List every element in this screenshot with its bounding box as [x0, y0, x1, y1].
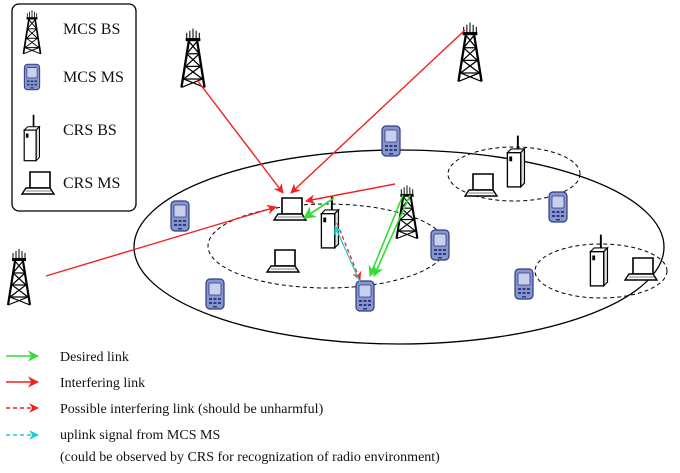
mcs-bs-tower-icon — [457, 21, 483, 83]
crs-ms-laptop-icon — [266, 249, 300, 273]
mcs-ms-phone-icon — [23, 63, 41, 91]
interfering-link-arrow — [196, 79, 284, 194]
legend-uplink-signal-label: uplink signal from MCS MS — [60, 428, 220, 443]
crs-ms-laptop-icon — [464, 173, 498, 197]
crs-ms-laptop-icon — [624, 257, 658, 281]
desired-link-arrow — [302, 197, 335, 219]
mcs-ms-phone-icon — [355, 280, 375, 312]
interfering-link-arrow — [45, 204, 277, 277]
mcs-ms-phone-icon — [548, 191, 568, 223]
desired-link-arrow — [368, 194, 404, 278]
mcs-bs-tower-icon — [395, 184, 419, 240]
legend-uplink-signal-note: (could be observed by CRS for recognizat… — [60, 450, 440, 465]
mcs-ms-phone-icon — [170, 200, 190, 232]
crs-bs-router-icon — [506, 134, 526, 188]
mcs-ms-phone-icon — [430, 229, 450, 261]
legend-label-mcs-ms: MCS MS — [63, 69, 124, 86]
crs-cell-top-right — [447, 146, 581, 202]
desired-link-arrow — [372, 194, 411, 278]
mcs-ms-phone-icon — [514, 268, 534, 300]
uplink-signal-arrow — [334, 225, 361, 283]
legend-possible-interfering-link-label: Possible interfering link (should be unh… — [60, 402, 324, 417]
legend-label-mcs-bs: MCS BS — [63, 21, 120, 38]
legend-box — [11, 3, 137, 212]
interfering-link-arrow — [305, 183, 396, 205]
mcs-ms-phone-icon — [381, 125, 401, 157]
crs-ms-laptop-icon — [273, 197, 307, 221]
legend-label-crs-ms: CRS MS — [63, 175, 120, 192]
crs-cell-bottom-right — [534, 243, 668, 299]
legend-desired-link-label: Desired link — [60, 350, 129, 365]
mcs-bs-tower-icon — [6, 247, 32, 307]
mcs-bs-tower-icon — [180, 27, 206, 89]
interfering-link-arrow — [290, 29, 466, 194]
legend-interfering-link-label: Interfering link — [60, 376, 145, 391]
crs-bs-router-icon — [589, 233, 609, 287]
possible-interfering-link-arrow — [336, 222, 362, 281]
legend-label-crs-bs: CRS BS — [63, 122, 117, 139]
mcs-coverage-ellipse — [133, 149, 665, 345]
mcs-ms-phone-icon — [205, 278, 225, 310]
